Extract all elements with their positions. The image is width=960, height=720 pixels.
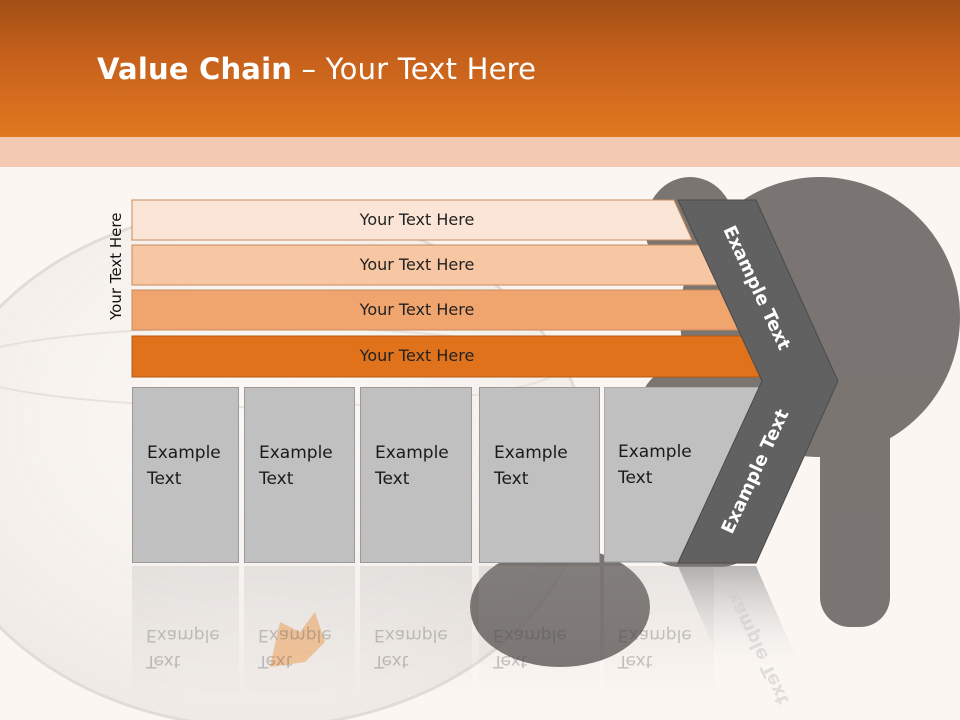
row-label: Your Text Here [359, 300, 475, 319]
box-line2: Text [494, 469, 529, 489]
title-rest: – Your Text Here [292, 52, 537, 86]
row-label: Your Text Here [359, 346, 475, 365]
box-line1: Example [375, 443, 449, 463]
slide-title[interactable]: Value Chain – Your Text Here [97, 52, 536, 86]
box-line1: Example [259, 443, 333, 463]
box-line2: Text [259, 469, 294, 489]
title-bar: Value Chain – Your Text Here [0, 0, 960, 137]
goldfish-shape [270, 612, 325, 667]
header-band [0, 137, 960, 167]
box-line1: Example [147, 443, 221, 463]
box-line2: Text [618, 468, 653, 488]
box-line2: Text [147, 469, 182, 489]
box-line1: Example [494, 443, 568, 463]
row-label: Your Text Here [359, 255, 475, 274]
chevron-shape [677, 199, 839, 564]
row-shape [131, 199, 693, 241]
row-label: Your Text Here [359, 210, 475, 229]
title-bold: Value Chain [97, 52, 293, 86]
box-line2: Text [375, 469, 410, 489]
box-line1: Example [618, 442, 692, 462]
chevron-reflection [678, 566, 806, 680]
